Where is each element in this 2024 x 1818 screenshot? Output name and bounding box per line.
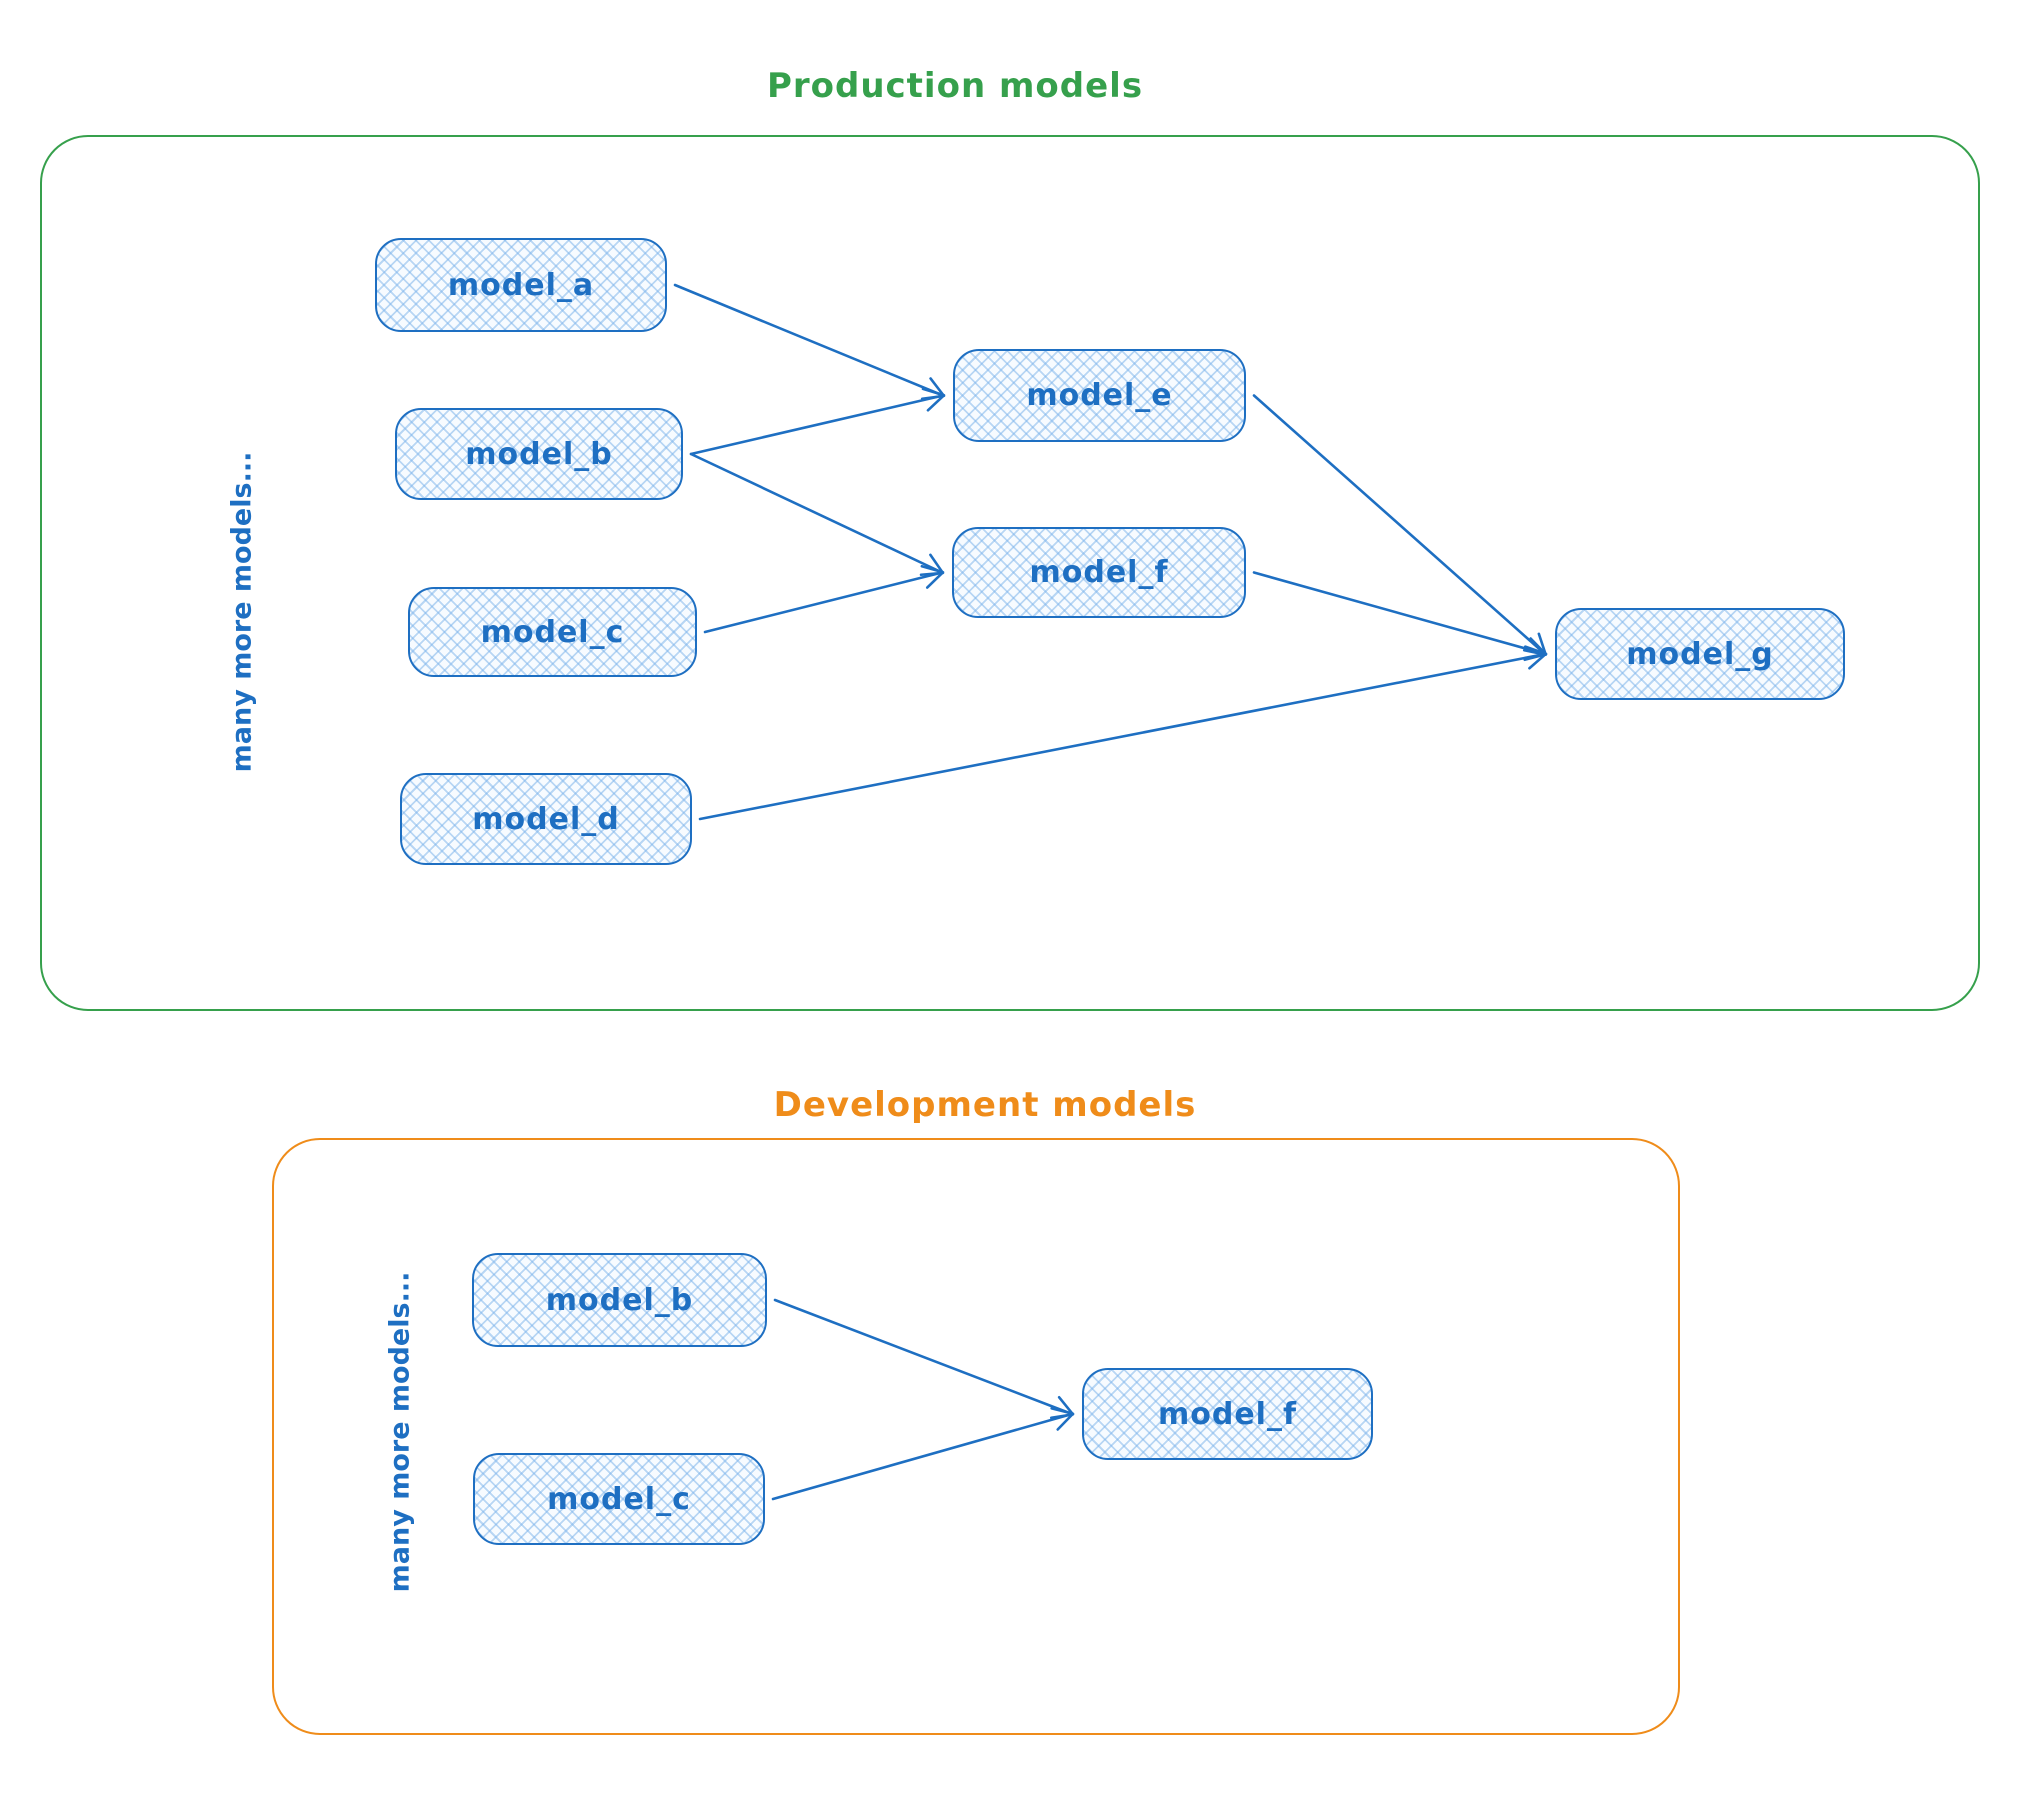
development-side-label: many more models... — [384, 1271, 416, 1593]
node-label-dev-model-f: model_f — [1157, 1396, 1298, 1432]
node-label-dev-model-b: model_b — [545, 1282, 694, 1318]
production-side-label: many more models... — [226, 451, 258, 773]
node-label-model-e: model_e — [1026, 378, 1173, 413]
node-model-d: model_d — [400, 773, 692, 865]
node-dev-model-c: model_c — [473, 1453, 765, 1545]
node-label-model-a: model_a — [447, 267, 595, 303]
node-model-a: model_a — [375, 238, 667, 332]
node-dev-model-f: model_f — [1082, 1368, 1373, 1460]
production-section-title: Production models — [766, 66, 1144, 106]
node-label-dev-model-c: model_c — [547, 1481, 691, 1517]
node-model-f: model_f — [952, 527, 1246, 618]
development-frame — [272, 1138, 1680, 1735]
production-frame — [40, 135, 1980, 1011]
node-dev-model-b: model_b — [472, 1253, 767, 1347]
development-section-title: Development models — [773, 1085, 1197, 1125]
node-label-model-f: model_f — [1029, 555, 1169, 590]
node-label-model-b: model_b — [465, 436, 613, 472]
node-label-model-g: model_g — [1626, 636, 1774, 672]
node-model-c: model_c — [408, 587, 697, 677]
node-model-b: model_b — [395, 408, 683, 500]
node-model-g: model_g — [1555, 608, 1845, 700]
node-label-model-d: model_d — [472, 801, 620, 837]
node-label-model-c: model_c — [480, 614, 625, 650]
node-model-e: model_e — [953, 349, 1246, 442]
